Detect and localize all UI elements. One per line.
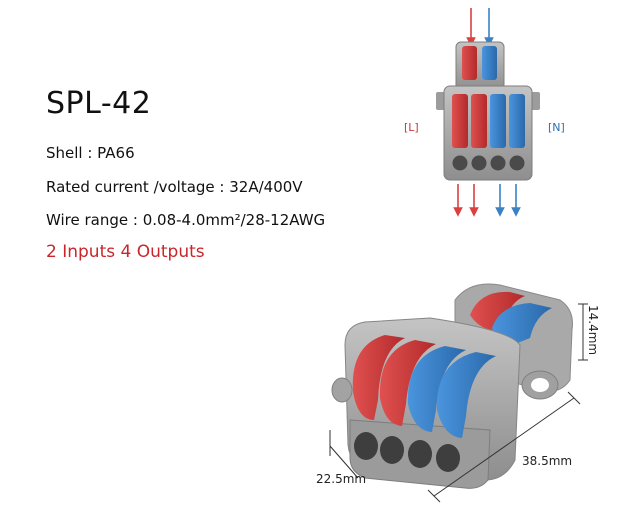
rated-current-voltage: Rated current /voltage : 32A/400V [46, 178, 303, 196]
rear-lever-live [470, 291, 525, 330]
live-label: [L] [404, 121, 419, 134]
product-model: SPL-42 [46, 86, 152, 121]
dimension-lines [329, 303, 588, 503]
top-connector-diagram: [L] [N] [404, 8, 565, 217]
width-dimension-label: 22.5mm [316, 472, 366, 486]
rear-lever-neutral [492, 303, 552, 344]
lever-output-neutral-2 [509, 94, 525, 148]
lever-output-live-1 [452, 94, 468, 148]
length-dimension-label: 38.5mm [522, 454, 572, 468]
lever-input-neutral [482, 46, 497, 80]
connector-product-photo [331, 283, 573, 489]
wire-range: Wire range : 0.08-4.0mm²/28-12AWG [46, 211, 326, 229]
lever-output-live-2 [471, 94, 487, 148]
inputs-outputs: 2 Inputs 4 Outputs [46, 242, 205, 262]
height-dimension-label: 14.4mm [586, 305, 600, 355]
lever-output-neutral-1 [490, 94, 506, 148]
front-lever-neutral-2 [436, 352, 496, 438]
front-lever-live-1 [352, 335, 405, 420]
front-lever-live-2 [379, 340, 436, 426]
front-lever-neutral-1 [407, 346, 466, 432]
shell-material: Shell : PA66 [46, 144, 135, 162]
lever-input-live [462, 46, 477, 80]
neutral-label: [N] [548, 121, 565, 134]
